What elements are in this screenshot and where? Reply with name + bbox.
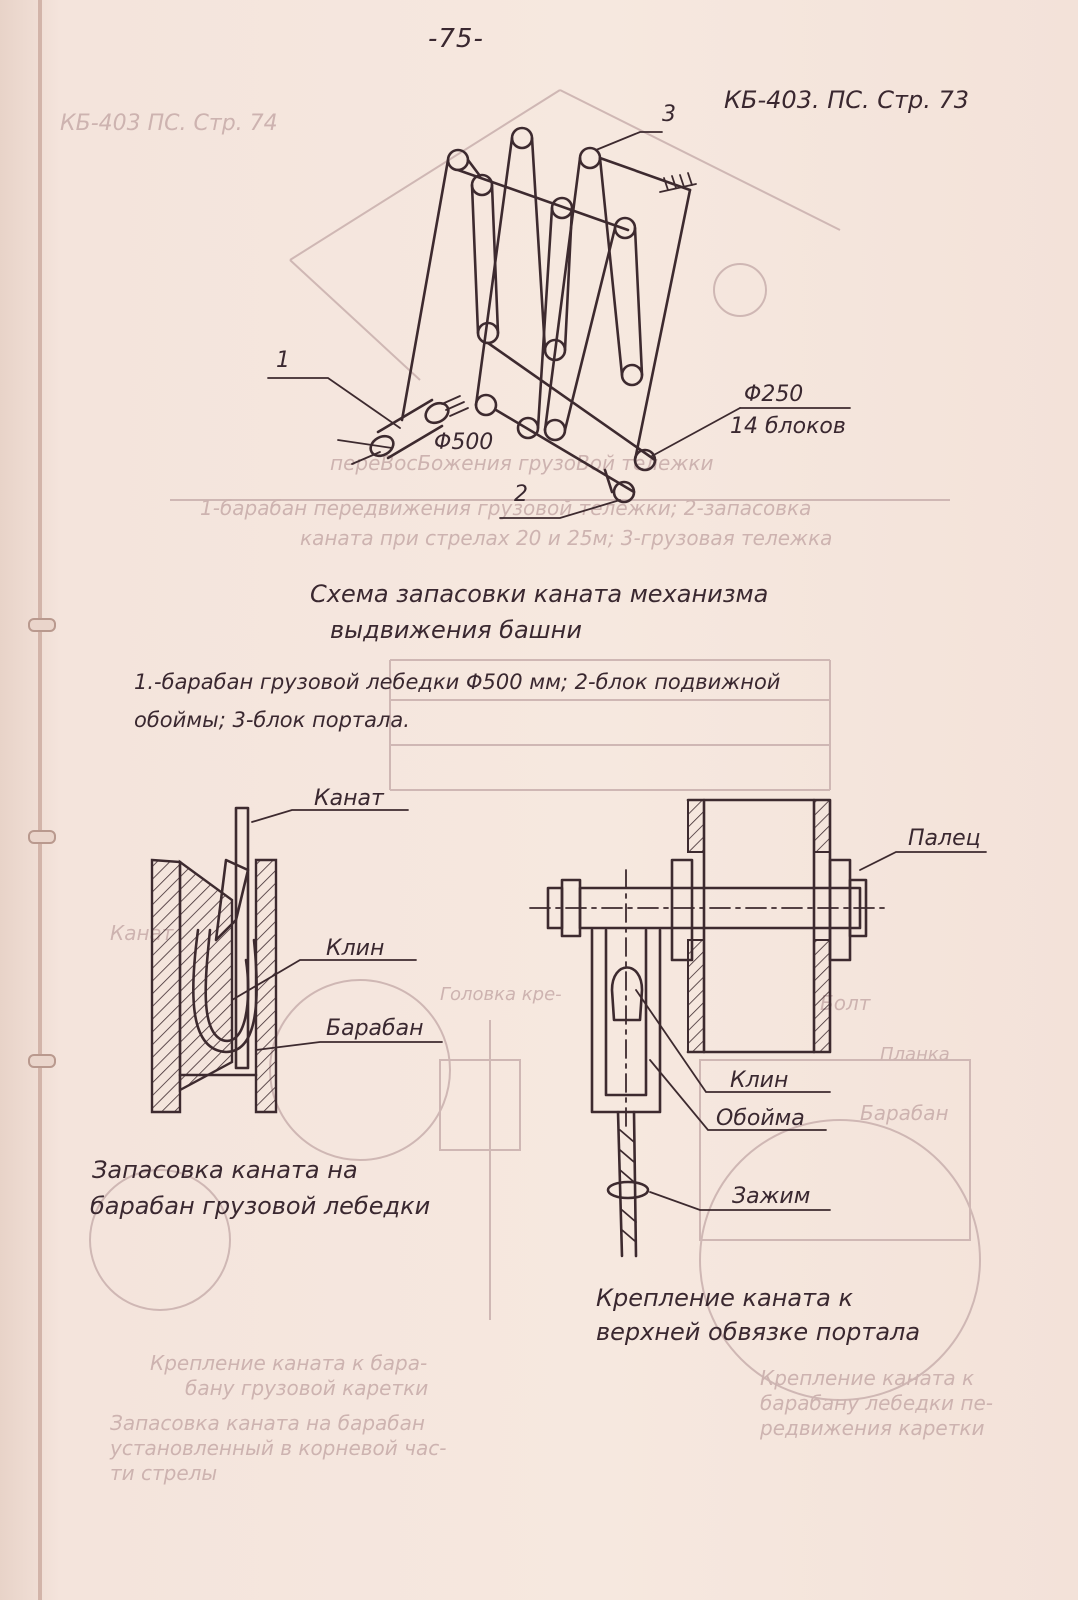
bleed-through-drawing: КБ-403 ПС. Стр. 74 переВосБожения грузоВ… xyxy=(60,89,993,1485)
label-clamp: Зажим xyxy=(732,1184,811,1209)
figure-3-caption-line-2: верхней обвязке портала xyxy=(596,1318,921,1346)
svg-text:Запасовка каната на барабан: Запасовка каната на барабан xyxy=(110,1411,425,1435)
svg-text:Головка кре-: Головка кре- xyxy=(440,984,562,1005)
document-reference: КБ-403. ПС. Стр. 73 xyxy=(724,86,970,114)
svg-text:каната при стрелах 20 и 25м; 3: каната при стрелах 20 и 25м; 3-грузовая … xyxy=(300,526,832,550)
svg-text:редвижения каретки: редвижения каретки xyxy=(759,1416,984,1440)
reeving-scheme-drawing xyxy=(267,126,851,519)
label-rope: Канат xyxy=(314,786,384,811)
portal-fastening-drawing xyxy=(529,798,987,1258)
label-item-1: 1 xyxy=(276,348,290,373)
svg-text:1-барабан передвижения грузово: 1-барабан передвижения грузовой тележки;… xyxy=(200,496,811,520)
label-blocks-count: 14 блоков xyxy=(730,414,846,439)
binding-hole xyxy=(28,618,56,632)
binding-margin xyxy=(38,0,42,1600)
label-clip-holder: Обойма xyxy=(716,1106,805,1131)
label-pin: Палец xyxy=(908,826,981,851)
drum-anchoring-drawing xyxy=(150,806,443,1114)
label-item-2: 2 xyxy=(514,482,528,507)
figure-3-caption-line-1: Крепление каната к xyxy=(596,1284,853,1312)
anchor-point xyxy=(659,172,697,193)
leader-lines xyxy=(267,131,851,519)
svg-text:КБ-403 ПС. Стр. 74: КБ-403 ПС. Стр. 74 xyxy=(60,111,278,136)
svg-text:установленный в корневой час-: установленный в корневой час- xyxy=(109,1436,446,1460)
label-pulley-diameter: Φ250 xyxy=(744,382,804,407)
label-item-3: 3 xyxy=(662,102,676,127)
svg-text:ти стрелы: ти стрелы xyxy=(110,1461,217,1485)
figure-1-caption-line-1: Схема запасовки каната механизма xyxy=(310,580,769,608)
figure-1-legend-line-2: обоймы; 3-блок портала. xyxy=(134,708,410,732)
binding-hole xyxy=(28,1054,56,1068)
svg-text:Крепление каната к бара-: Крепление каната к бара- xyxy=(150,1351,427,1375)
label-wedge-2: Клин xyxy=(730,1068,789,1093)
svg-text:бану грузовой каретки: бану грузовой каретки xyxy=(185,1376,428,1400)
page-number: -75- xyxy=(428,24,484,54)
binding-hole xyxy=(28,830,56,844)
rope-runs xyxy=(400,136,692,494)
svg-text:Крепление каната к: Крепление каната к xyxy=(760,1366,974,1390)
figure-2-caption-line-2: барабан грузовой лебедки xyxy=(90,1192,431,1220)
label-drum: Барабан xyxy=(326,1016,424,1041)
winch-drum xyxy=(337,395,469,465)
svg-text:Барабан: Барабан xyxy=(860,1101,949,1125)
label-drum-diameter: Φ500 xyxy=(434,430,494,455)
figure-1-caption-line-2: выдвижения башни xyxy=(330,616,582,644)
svg-text:Планка: Планка xyxy=(880,1044,950,1065)
figure-2-caption-line-1: Запасовка каната на xyxy=(92,1156,358,1184)
svg-text:барабану лебедки пе-: барабану лебедки пе- xyxy=(760,1391,993,1415)
label-wedge: Клин xyxy=(326,936,385,961)
figure-1-legend-line-1: 1.-барабан грузовой лебедки Φ500 мм; 2-б… xyxy=(134,670,781,694)
